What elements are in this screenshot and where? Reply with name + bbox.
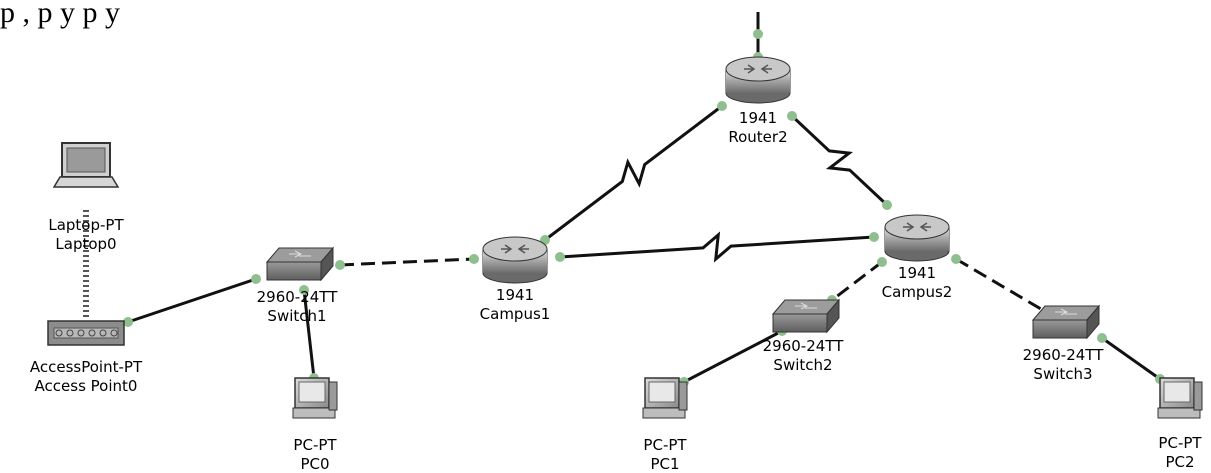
switch-icon[interactable] [265,246,335,282]
port-indicator [251,274,261,284]
serial-cable[interactable] [790,114,889,207]
link-router2-external[interactable] [753,12,763,62]
device-name-label: Campus2 [882,283,953,301]
crossover-cable[interactable] [339,257,475,267]
device-model-label: 1941 [898,264,936,282]
port-indicator [869,232,879,242]
link-campus1-campus2[interactable] [555,231,879,263]
port-indicator [717,101,727,111]
port-indicator [1097,333,1107,343]
switch-icon[interactable] [1031,304,1101,340]
port-indicator [753,29,763,39]
links-layer [83,12,1165,387]
link-campus2-switch2[interactable] [827,257,887,305]
link-campus2-switch3[interactable] [951,254,1051,317]
access-point-icon[interactable] [47,320,125,346]
pc-icon[interactable] [1157,377,1203,419]
crossover-cable[interactable] [831,260,883,302]
port-indicator [335,260,345,270]
device-name-label: Switch1 [267,307,326,325]
laptop-icon[interactable] [52,142,120,188]
device-name-label: PC0 [300,455,329,473]
device-model-label: PC-PT [643,436,687,454]
device-model-label: 1941 [496,286,534,304]
port-indicator [877,257,887,267]
switch-icon[interactable] [771,298,841,334]
router-icon[interactable] [482,236,548,284]
link-ap0-switch1[interactable] [123,274,261,327]
device-name-label: Router2 [728,128,787,146]
port-indicator [299,285,309,295]
port-indicator [469,254,479,264]
pc-icon[interactable] [292,377,338,419]
device-model-label: 2960-24TT [763,337,845,355]
link-campus1-router2[interactable] [540,101,727,245]
device-name-label: Laptop0 [55,235,116,253]
device-name-label: Switch2 [773,356,832,374]
device-model-label: PC-PT [293,436,337,454]
caption-text: р , р у р у [0,0,120,29]
link-switch3-pc2[interactable] [1097,333,1165,384]
device-name-label: PC1 [650,455,679,473]
straight-cable[interactable] [302,289,316,379]
port-indicator [123,317,133,327]
device-model-label: PC-PT [1158,434,1202,452]
device-name-label: Access Point0 [35,377,138,395]
router-icon[interactable] [725,56,791,104]
crossover-cable[interactable] [955,257,1047,314]
router-icon[interactable] [884,214,950,262]
straight-cable[interactable] [683,329,783,384]
port-indicator [555,252,565,262]
device-model-label: 1941 [739,109,777,127]
serial-cable[interactable] [544,104,723,242]
port-indicator [787,111,797,121]
serial-cable[interactable] [559,231,875,263]
device-model-label: 2960-24TT [257,288,339,306]
port-indicator [951,254,961,264]
device-name-label: Switch3 [1033,365,1092,383]
device-model-label: Laptop-PT [48,216,124,234]
pc-icon[interactable] [642,377,688,419]
straight-cable[interactable] [1101,336,1161,381]
link-switch2-pc1[interactable] [679,326,787,387]
device-name-label: Campus1 [480,305,551,323]
link-switch1-campus1[interactable] [335,254,479,270]
link-router2-campus2[interactable] [787,111,892,210]
device-model-label: AccessPoint-PT [30,358,143,376]
device-model-label: 2960-24TT [1023,346,1105,364]
straight-cable[interactable] [127,277,257,324]
device-name-label: PC2 [1165,453,1194,471]
port-indicator [882,200,892,210]
